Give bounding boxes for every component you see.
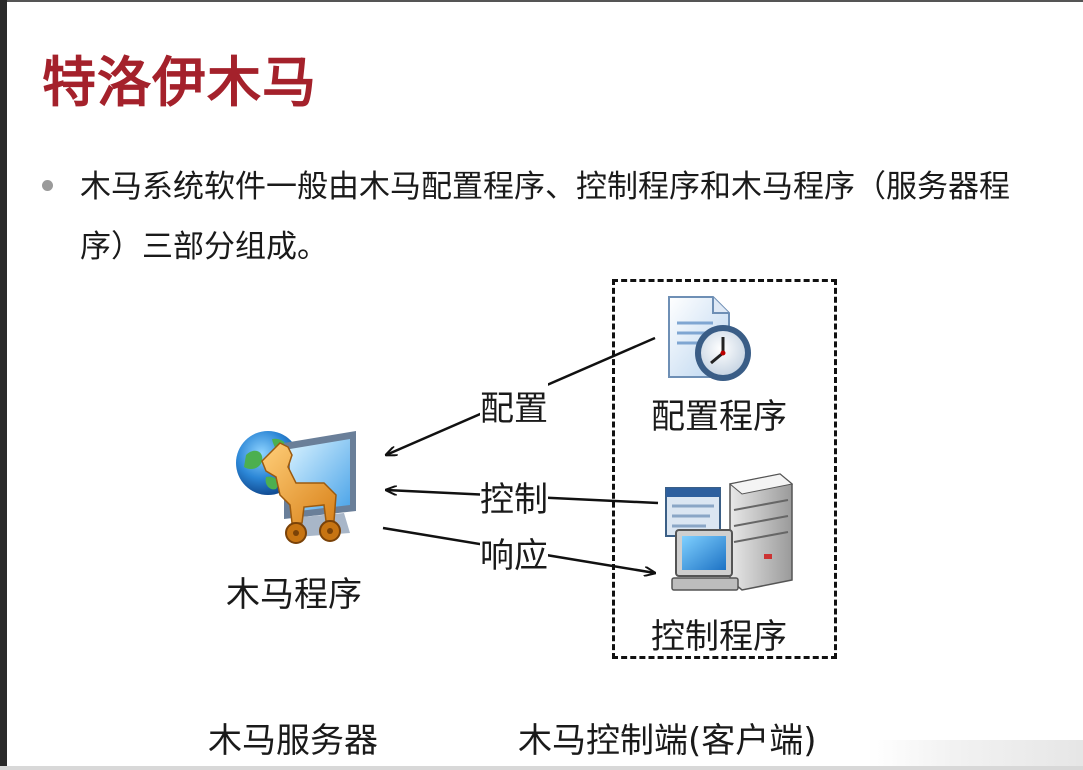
bullet-icon (42, 180, 53, 191)
config-document-clock-icon (668, 296, 751, 381)
bullet-text: 木马系统软件一般由木马配置程序、控制程序和木马程序（服务器程序）三部分组成。 (80, 169, 1010, 265)
slide-title: 特洛伊木马 (42, 51, 317, 114)
trojan-horse-icon (236, 431, 356, 544)
arrow-label-config: 配置 (480, 381, 548, 430)
client-dashed-box (612, 279, 837, 659)
control-program-label: 控制程序 (651, 617, 787, 657)
slide-top-border (0, 0, 1083, 2)
slide-bottom-border (0, 766, 1083, 770)
slide-left-border (0, 0, 7, 770)
arrow-label-response: 响应 (480, 528, 548, 577)
client-caption: 木马控制端(客户端) (518, 721, 817, 761)
config-program-label: 配置程序 (651, 397, 787, 437)
control-computer-server-icon (665, 473, 794, 591)
arrow-label-control: 控制 (480, 472, 548, 521)
server-caption: 木马服务器 (208, 721, 378, 761)
corner-fade (868, 740, 1083, 770)
trojan-program-label: 木马程序 (226, 575, 362, 615)
